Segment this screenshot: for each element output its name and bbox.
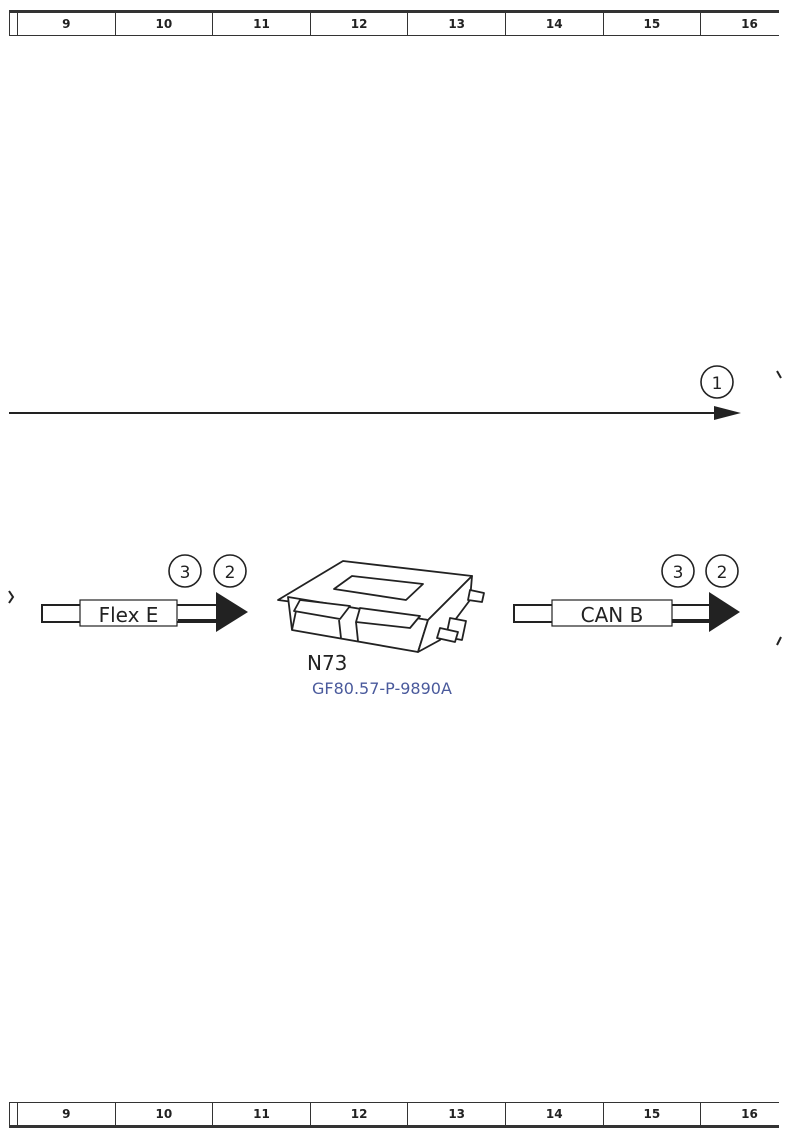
arrow-head-icon — [714, 406, 741, 420]
column-ruler-top: 9 10 11 12 13 14 15 16 — [9, 10, 779, 36]
callout-left-2[interactable]: 2 — [213, 554, 247, 588]
flex-e-label-box — [79, 599, 178, 627]
top-signal-line — [9, 370, 782, 420]
ruler-column-16: 16 — [700, 13, 789, 35]
ruler-column-10: 10 — [114, 13, 213, 35]
reference-link[interactable]: GF80.57-P-9890A — [312, 679, 452, 698]
ruler-column-12: 12 — [309, 13, 408, 35]
column-ruler-bottom: 9 10 11 12 13 14 15 16 — [9, 1102, 779, 1128]
callout-left-2-number: 2 — [225, 563, 236, 583]
callout-left-3[interactable]: 3 — [168, 554, 202, 588]
ruler-column-15: 15 — [602, 13, 701, 35]
callout-1-number: 1 — [712, 374, 723, 394]
ruler-stub — [9, 13, 17, 35]
ruler-column-12: 12 — [309, 1103, 408, 1125]
edge-tick-mark — [8, 590, 15, 604]
ruler-column-14: 14 — [504, 13, 603, 35]
callout-left-3-number: 3 — [180, 563, 191, 583]
ruler-stub — [9, 1103, 17, 1125]
can-b-label: CAN B — [581, 603, 644, 627]
ruler-column-9: 9 — [17, 1103, 115, 1125]
ruler-column-14: 14 — [504, 1103, 603, 1125]
callout-right-2[interactable]: 2 — [705, 554, 739, 588]
flex-e-label: Flex E — [99, 603, 159, 627]
edge-tick-mark — [776, 370, 782, 379]
callout-right-2-number: 2 — [717, 563, 728, 583]
callout-right-3-number: 3 — [673, 563, 684, 583]
ruler-column-11: 11 — [212, 1103, 310, 1125]
flex-e-bus: Flex E — [41, 592, 248, 632]
ruler-column-9: 9 — [17, 13, 115, 35]
ruler-column-13: 13 — [407, 1103, 505, 1125]
ruler-column-10: 10 — [114, 1103, 213, 1125]
arrow-head-icon — [216, 592, 248, 632]
edge-tick-mark — [776, 636, 782, 646]
ruler-column-11: 11 — [212, 13, 310, 35]
can-b-bus: CAN B — [513, 592, 740, 632]
can-b-label-box — [551, 599, 673, 627]
ruler-column-15: 15 — [602, 1103, 701, 1125]
ruler-column-13: 13 — [407, 13, 505, 35]
component-label-n73: N73 — [307, 651, 347, 675]
callout-right-3[interactable]: 3 — [661, 554, 695, 588]
ruler-column-16: 16 — [700, 1103, 789, 1125]
callout-1[interactable]: 1 — [700, 365, 734, 399]
control-unit-n73-icon[interactable] — [277, 560, 485, 653]
arrow-head-icon — [709, 592, 740, 632]
